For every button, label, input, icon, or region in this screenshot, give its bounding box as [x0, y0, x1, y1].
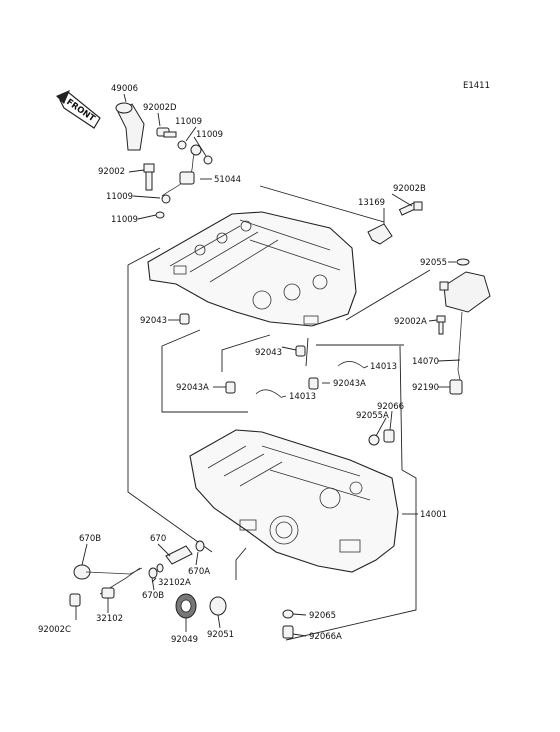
callout-11009-b: 11009 — [196, 130, 223, 140]
washer-11009-c — [161, 194, 171, 204]
callout-14070: 14070 — [412, 357, 439, 367]
callout-92055: 92055 — [420, 258, 447, 268]
callout-92049: 92049 — [171, 635, 198, 645]
shaft-32102a — [148, 540, 205, 579]
washer-11009-d — [155, 211, 165, 219]
o-ring-670a — [195, 540, 205, 552]
callout-92051: 92051 — [207, 630, 234, 640]
bolt-32102 — [101, 587, 115, 599]
bolt-92002b — [398, 201, 423, 216]
callout-51044: 51044 — [214, 175, 241, 185]
seal-92051 — [209, 596, 227, 616]
breather-fitting-49006 — [115, 102, 145, 151]
front-arrow-badge: FRONT — [56, 90, 101, 129]
bolt-92002d — [156, 127, 177, 138]
washer-11009-a — [177, 140, 187, 150]
callout-14013-b: 14013 — [289, 392, 316, 402]
linkage-32102 — [69, 564, 143, 607]
o-ring-92055 — [456, 258, 470, 266]
callout-32102a: 32102A — [158, 578, 191, 588]
callout-92043a-b: 92043A — [333, 379, 366, 389]
callout-11009-c: 11009 — [106, 192, 133, 202]
callout-670a: 670A — [188, 567, 210, 577]
washer-11009-b — [203, 155, 213, 165]
plug-92066 — [383, 429, 395, 443]
callout-92002: 92002 — [98, 167, 125, 177]
callout-92066a: 92066A — [309, 632, 342, 642]
callout-49006: 49006 — [111, 84, 138, 94]
callout-670b-bottom: 670B — [142, 591, 164, 601]
callout-92043-a: 92043 — [140, 316, 167, 326]
dowel-92043-b — [295, 345, 306, 357]
callout-92043-b: 92043 — [255, 348, 282, 358]
callout-13169: 13169 — [358, 198, 385, 208]
oil-seal-92049 — [175, 593, 197, 619]
bolt-92002a — [436, 315, 446, 335]
bearing-14013-b — [255, 389, 283, 399]
callout-32102: 32102 — [96, 614, 123, 624]
callout-92002a: 92002A — [394, 317, 427, 327]
bolt-92002 — [143, 163, 155, 191]
upper-crankcase — [147, 211, 357, 327]
callout-14001: 14001 — [420, 510, 447, 520]
bolt-92002c — [69, 593, 81, 607]
dowel-92043-a — [179, 313, 190, 325]
o-ring-670 — [148, 567, 158, 579]
reference-frame-lines — [127, 185, 431, 641]
dowel-92043a-b — [308, 377, 319, 390]
washer-92065 — [282, 609, 294, 619]
callout-labels: 49006 92002D 11009 11009 92002 51044 110… — [38, 84, 447, 645]
o-ring-92055a — [368, 434, 380, 446]
lower-crankcase — [189, 429, 399, 573]
callout-92002d: 92002D — [143, 103, 177, 113]
bracket-13169 — [367, 223, 393, 245]
callout-92066: 92066 — [377, 402, 404, 412]
callout-92002b: 92002B — [393, 184, 426, 194]
callout-92043a-a: 92043A — [176, 383, 209, 393]
callout-14013-a: 14013 — [370, 362, 397, 372]
dowel-92043a-a — [225, 381, 236, 394]
leader-lines — [75, 93, 461, 637]
callout-11009-a: 11009 — [175, 117, 202, 127]
callout-11009-d: 11009 — [111, 215, 138, 225]
bearing-14013-a — [337, 361, 365, 369]
oil-strainer-14070 — [439, 258, 491, 381]
callout-670b-top: 670B — [79, 534, 101, 544]
callout-670: 670 — [150, 534, 166, 544]
ref-code: E1411 — [463, 81, 490, 91]
callout-92055a: 92055A — [356, 411, 389, 421]
callout-92190: 92190 — [412, 383, 439, 393]
callout-92002c: 92002C — [38, 625, 71, 635]
fitting-92190 — [449, 379, 463, 395]
plug-92066a — [282, 625, 294, 639]
callout-92065: 92065 — [309, 611, 336, 621]
oil-pipe-51044 — [161, 144, 202, 197]
